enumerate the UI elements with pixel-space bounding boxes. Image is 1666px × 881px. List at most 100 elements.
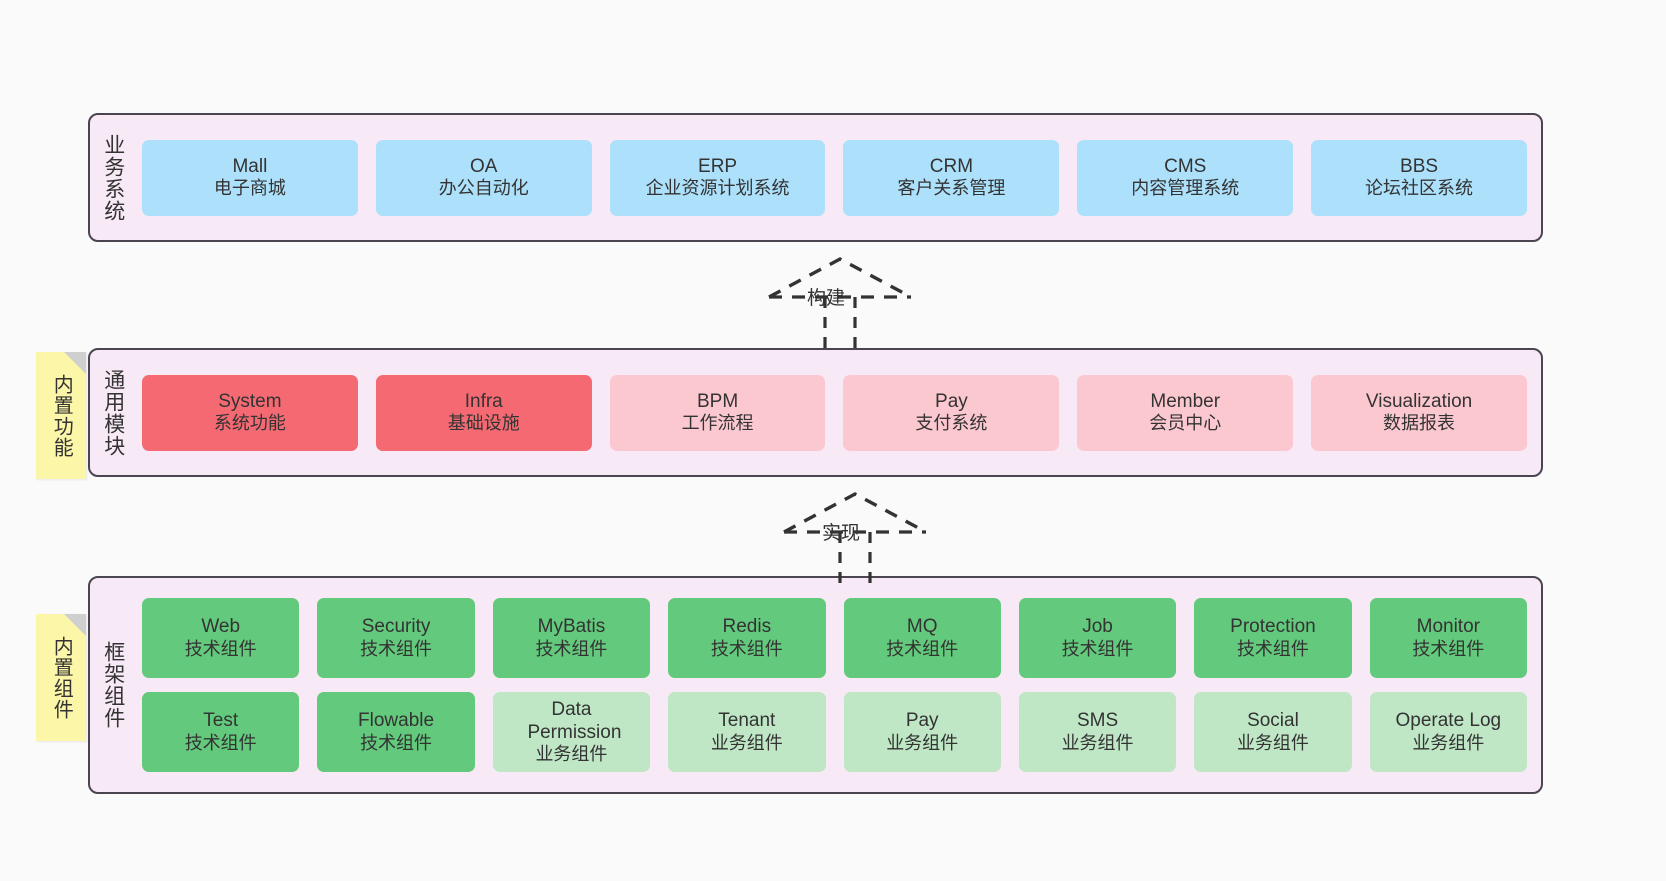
note-fold-corner-icon xyxy=(64,352,86,374)
card-subtitle: 电子商城 xyxy=(213,178,286,199)
card-subtitle: 办公自动化 xyxy=(438,178,529,199)
card-row: System 系统功能 Infra 基础设施 BPM 工作流程 Pay 支付系统… xyxy=(142,374,1527,451)
card-subtitle: 技术组件 xyxy=(1236,638,1309,659)
card-subtitle: 企业资源计划系统 xyxy=(645,178,790,199)
connector-implement: 实现 xyxy=(770,490,930,585)
card-mq[interactable]: MQ 技术组件 xyxy=(843,598,1001,678)
card-pay-business[interactable]: Pay 业务组件 xyxy=(843,692,1001,772)
card-subtitle: 技术组件 xyxy=(886,638,959,659)
card-subtitle: 技术组件 xyxy=(1412,638,1485,659)
card-data-permission[interactable]: Data Permission 业务组件 xyxy=(492,692,651,772)
build-arrow-icon xyxy=(768,257,912,348)
card-title: Monitor xyxy=(1416,616,1480,638)
card-subtitle: 内容管理系统 xyxy=(1131,178,1240,199)
card-tenant[interactable]: Tenant 业务组件 xyxy=(668,692,826,772)
card-operate-log[interactable]: Operate Log 业务组件 xyxy=(1369,692,1527,772)
card-member[interactable]: Member 会员中心 xyxy=(1077,374,1294,451)
card-subtitle: 系统功能 xyxy=(213,413,286,434)
layer-business-system-body: Mall 电子商城 OA 办公自动化 ERP 企业资源计划系统 CRM 客户关系… xyxy=(136,115,1541,240)
card-mybatis[interactable]: MyBatis 技术组件 xyxy=(492,598,651,678)
card-cms[interactable]: CMS 内容管理系统 xyxy=(1077,139,1294,216)
card-subtitle: 数据报表 xyxy=(1383,413,1456,434)
layer-common-module-label: 通用模块 xyxy=(101,368,125,457)
card-visualization[interactable]: Visualization 数据报表 xyxy=(1311,374,1527,451)
card-title: MyBatis xyxy=(537,616,606,638)
card-web[interactable]: Web 技术组件 xyxy=(142,598,300,678)
card-title: Flowable xyxy=(358,710,435,732)
card-subtitle: 技术组件 xyxy=(184,732,257,753)
connector-implement-label: 实现 xyxy=(822,523,861,544)
card-title: Test xyxy=(203,710,239,732)
implement-arrow-icon xyxy=(783,492,927,583)
card-bbs[interactable]: BBS 论坛社区系统 xyxy=(1311,139,1527,216)
card-subtitle: 业务组件 xyxy=(535,744,608,765)
card-subtitle: 业务组件 xyxy=(886,732,959,753)
card-title: Infra xyxy=(464,390,503,412)
layer-business-system: 业务系统 Mall 电子商城 OA 办公自动化 ERP 企业资源计划系统 CRM… xyxy=(88,113,1543,242)
card-row: Web 技术组件 Security 技术组件 MyBatis 技术组件 Redi… xyxy=(142,598,1527,678)
note-built-in-component: 内置组件 xyxy=(36,614,86,741)
card-title: Visualization xyxy=(1365,390,1473,412)
card-subtitle: 技术组件 xyxy=(184,638,257,659)
card-title: Social xyxy=(1247,710,1299,732)
card-erp[interactable]: ERP 企业资源计划系统 xyxy=(609,139,826,216)
card-system[interactable]: System 系统功能 xyxy=(142,374,358,451)
card-title: CRM xyxy=(929,155,974,177)
card-subtitle: 会员中心 xyxy=(1149,413,1222,434)
card-monitor[interactable]: Monitor 技术组件 xyxy=(1369,598,1527,678)
card-job[interactable]: Job 技术组件 xyxy=(1018,598,1177,678)
card-pay[interactable]: Pay 支付系统 xyxy=(843,374,1060,451)
card-title: Redis xyxy=(722,616,772,638)
card-title: Mall xyxy=(232,155,268,177)
card-subtitle: 技术组件 xyxy=(1061,638,1134,659)
card-subtitle: 支付系统 xyxy=(915,413,988,434)
card-subtitle: 工作流程 xyxy=(681,413,754,434)
card-subtitle: 技术组件 xyxy=(535,638,608,659)
card-title: Protection xyxy=(1230,616,1316,638)
card-title: ERP xyxy=(698,155,738,177)
card-title: Job xyxy=(1082,616,1113,638)
card-protection[interactable]: Protection 技术组件 xyxy=(1194,598,1352,678)
card-title: Pay xyxy=(935,390,968,412)
connector-build-label: 构建 xyxy=(807,288,846,309)
card-title: Web xyxy=(201,616,241,638)
card-infra[interactable]: Infra 基础设施 xyxy=(375,374,592,451)
card-security[interactable]: Security 技术组件 xyxy=(317,598,475,678)
note-label: 内置功能 xyxy=(50,373,73,458)
card-title: CMS xyxy=(1164,155,1207,177)
card-title: BPM xyxy=(696,390,739,412)
connector-build: 构建 xyxy=(755,255,915,350)
card-test[interactable]: Test 技术组件 xyxy=(142,692,300,772)
card-title: SMS xyxy=(1076,710,1119,732)
card-title: Security xyxy=(361,616,431,638)
card-row: Test 技术组件 Flowable 技术组件 Data Permission … xyxy=(142,692,1527,772)
layer-framework-component-label: 框架组件 xyxy=(101,641,125,729)
layer-framework-component: 框架组件 Web 技术组件 Security 技术组件 MyBatis 技术组件… xyxy=(88,576,1543,794)
card-subtitle: 业务组件 xyxy=(710,732,783,753)
card-redis[interactable]: Redis 技术组件 xyxy=(668,598,826,678)
card-subtitle: 业务组件 xyxy=(1061,732,1134,753)
card-crm[interactable]: CRM 客户关系管理 xyxy=(843,139,1060,216)
card-title: Member xyxy=(1150,390,1221,412)
card-title: MQ xyxy=(906,616,938,638)
card-flowable[interactable]: Flowable 技术组件 xyxy=(317,692,475,772)
card-sms[interactable]: SMS 业务组件 xyxy=(1018,692,1177,772)
layer-common-module: 通用模块 System 系统功能 Infra 基础设施 BPM 工作流程 Pay… xyxy=(88,348,1543,477)
card-subtitle: 基础设施 xyxy=(447,413,520,434)
card-social[interactable]: Social 业务组件 xyxy=(1194,692,1352,772)
card-mall[interactable]: Mall 电子商城 xyxy=(142,139,358,216)
card-subtitle: 技术组件 xyxy=(360,638,433,659)
card-title: Pay xyxy=(905,710,939,732)
card-title: Operate Log xyxy=(1395,710,1502,732)
card-bpm[interactable]: BPM 工作流程 xyxy=(609,374,826,451)
card-subtitle: 业务组件 xyxy=(1236,732,1309,753)
card-title: BBS xyxy=(1400,155,1439,177)
note-built-in-feature: 内置功能 xyxy=(36,352,86,479)
card-title: Tenant xyxy=(718,710,776,732)
layer-common-module-body: System 系统功能 Infra 基础设施 BPM 工作流程 Pay 支付系统… xyxy=(136,350,1541,475)
layer-framework-component-body: Web 技术组件 Security 技术组件 MyBatis 技术组件 Redi… xyxy=(136,578,1541,792)
layer-business-system-label: 业务系统 xyxy=(101,133,125,222)
card-subtitle: 技术组件 xyxy=(360,732,433,753)
card-oa[interactable]: OA 办公自动化 xyxy=(375,139,592,216)
